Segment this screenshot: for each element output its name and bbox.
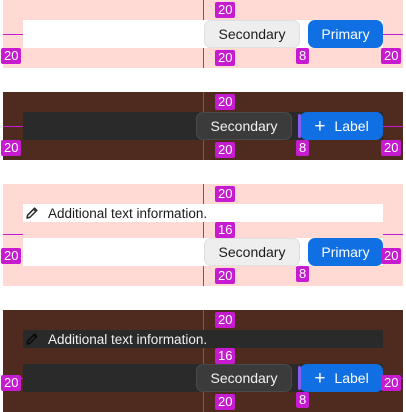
spacing-info-gap-label: 16 bbox=[215, 222, 236, 238]
spacing-line bbox=[203, 222, 204, 238]
info-text: Additional text information. bbox=[48, 205, 208, 221]
secondary-button[interactable]: Secondary bbox=[196, 112, 292, 140]
example-dark-basic: Secondary + Label bbox=[3, 92, 403, 160]
spacing-top-label: 20 bbox=[215, 312, 236, 328]
focus-indicator bbox=[298, 114, 301, 138]
primary-button[interactable]: + Label bbox=[298, 112, 383, 140]
secondary-button-label: Secondary bbox=[210, 118, 278, 134]
secondary-button-label: Secondary bbox=[218, 26, 286, 42]
spacing-line bbox=[203, 184, 204, 204]
info-text: Additional text information. bbox=[48, 331, 208, 347]
spacing-line bbox=[3, 34, 23, 35]
spacing-line bbox=[203, 92, 204, 112]
pencil-icon bbox=[26, 333, 38, 345]
primary-button-label: Primary bbox=[321, 244, 370, 260]
spacing-line bbox=[383, 234, 403, 235]
primary-button-label: Label bbox=[334, 370, 369, 386]
spacing-gap-label: 8 bbox=[296, 48, 310, 64]
spacing-line bbox=[383, 126, 403, 127]
spacing-line bbox=[383, 34, 403, 35]
focus-indicator bbox=[298, 366, 301, 390]
primary-button-label: Primary bbox=[321, 26, 370, 42]
spacing-gap-label: 8 bbox=[296, 266, 310, 282]
secondary-button-label: Secondary bbox=[218, 244, 286, 260]
spacing-line bbox=[203, 48, 204, 68]
spacing-line bbox=[203, 266, 204, 286]
secondary-button[interactable]: Secondary bbox=[204, 238, 300, 266]
primary-button-label: Label bbox=[334, 118, 369, 134]
primary-button[interactable]: + Label bbox=[298, 364, 383, 392]
spacing-bottom-label: 20 bbox=[215, 142, 236, 158]
spacing-left-label: 20 bbox=[1, 248, 22, 264]
info-text-row: Additional text information. bbox=[23, 204, 383, 222]
spacing-left-label: 20 bbox=[1, 48, 22, 64]
spacing-line bbox=[203, 0, 204, 20]
spacing-top-label: 20 bbox=[215, 186, 236, 202]
spacing-info-gap-label: 16 bbox=[215, 348, 236, 364]
spacing-line bbox=[203, 348, 204, 364]
spacing-bottom-label: 20 bbox=[215, 268, 236, 284]
pencil-icon bbox=[26, 207, 38, 219]
spacing-line bbox=[203, 310, 204, 330]
spacing-left-label: 20 bbox=[1, 140, 22, 156]
primary-button[interactable]: Primary bbox=[308, 238, 383, 266]
primary-button[interactable]: Primary bbox=[308, 20, 383, 48]
spacing-line bbox=[3, 234, 23, 235]
spacing-right-label: 20 bbox=[381, 48, 402, 64]
spacing-top-label: 20 bbox=[215, 2, 236, 18]
spacing-line bbox=[3, 126, 23, 127]
plus-icon: + bbox=[314, 367, 326, 389]
secondary-button[interactable]: Secondary bbox=[196, 364, 292, 392]
spacing-gap-label: 8 bbox=[296, 140, 310, 156]
spacing-top-label: 20 bbox=[215, 94, 236, 110]
spacing-line bbox=[203, 392, 204, 412]
secondary-button-label: Secondary bbox=[210, 370, 278, 386]
spacing-bottom-label: 20 bbox=[215, 394, 236, 410]
spacing-right-label: 20 bbox=[381, 140, 402, 156]
spacing-left-label: 20 bbox=[1, 375, 22, 391]
spacing-bottom-label: 20 bbox=[215, 50, 236, 66]
secondary-button[interactable]: Secondary bbox=[204, 20, 300, 48]
spacing-line bbox=[203, 140, 204, 160]
spacing-gap-label: 8 bbox=[296, 392, 310, 408]
spacing-right-label: 20 bbox=[381, 375, 402, 391]
info-text-row: Additional text information. bbox=[23, 330, 383, 348]
plus-icon: + bbox=[314, 115, 326, 137]
spacing-right-label: 20 bbox=[381, 248, 402, 264]
